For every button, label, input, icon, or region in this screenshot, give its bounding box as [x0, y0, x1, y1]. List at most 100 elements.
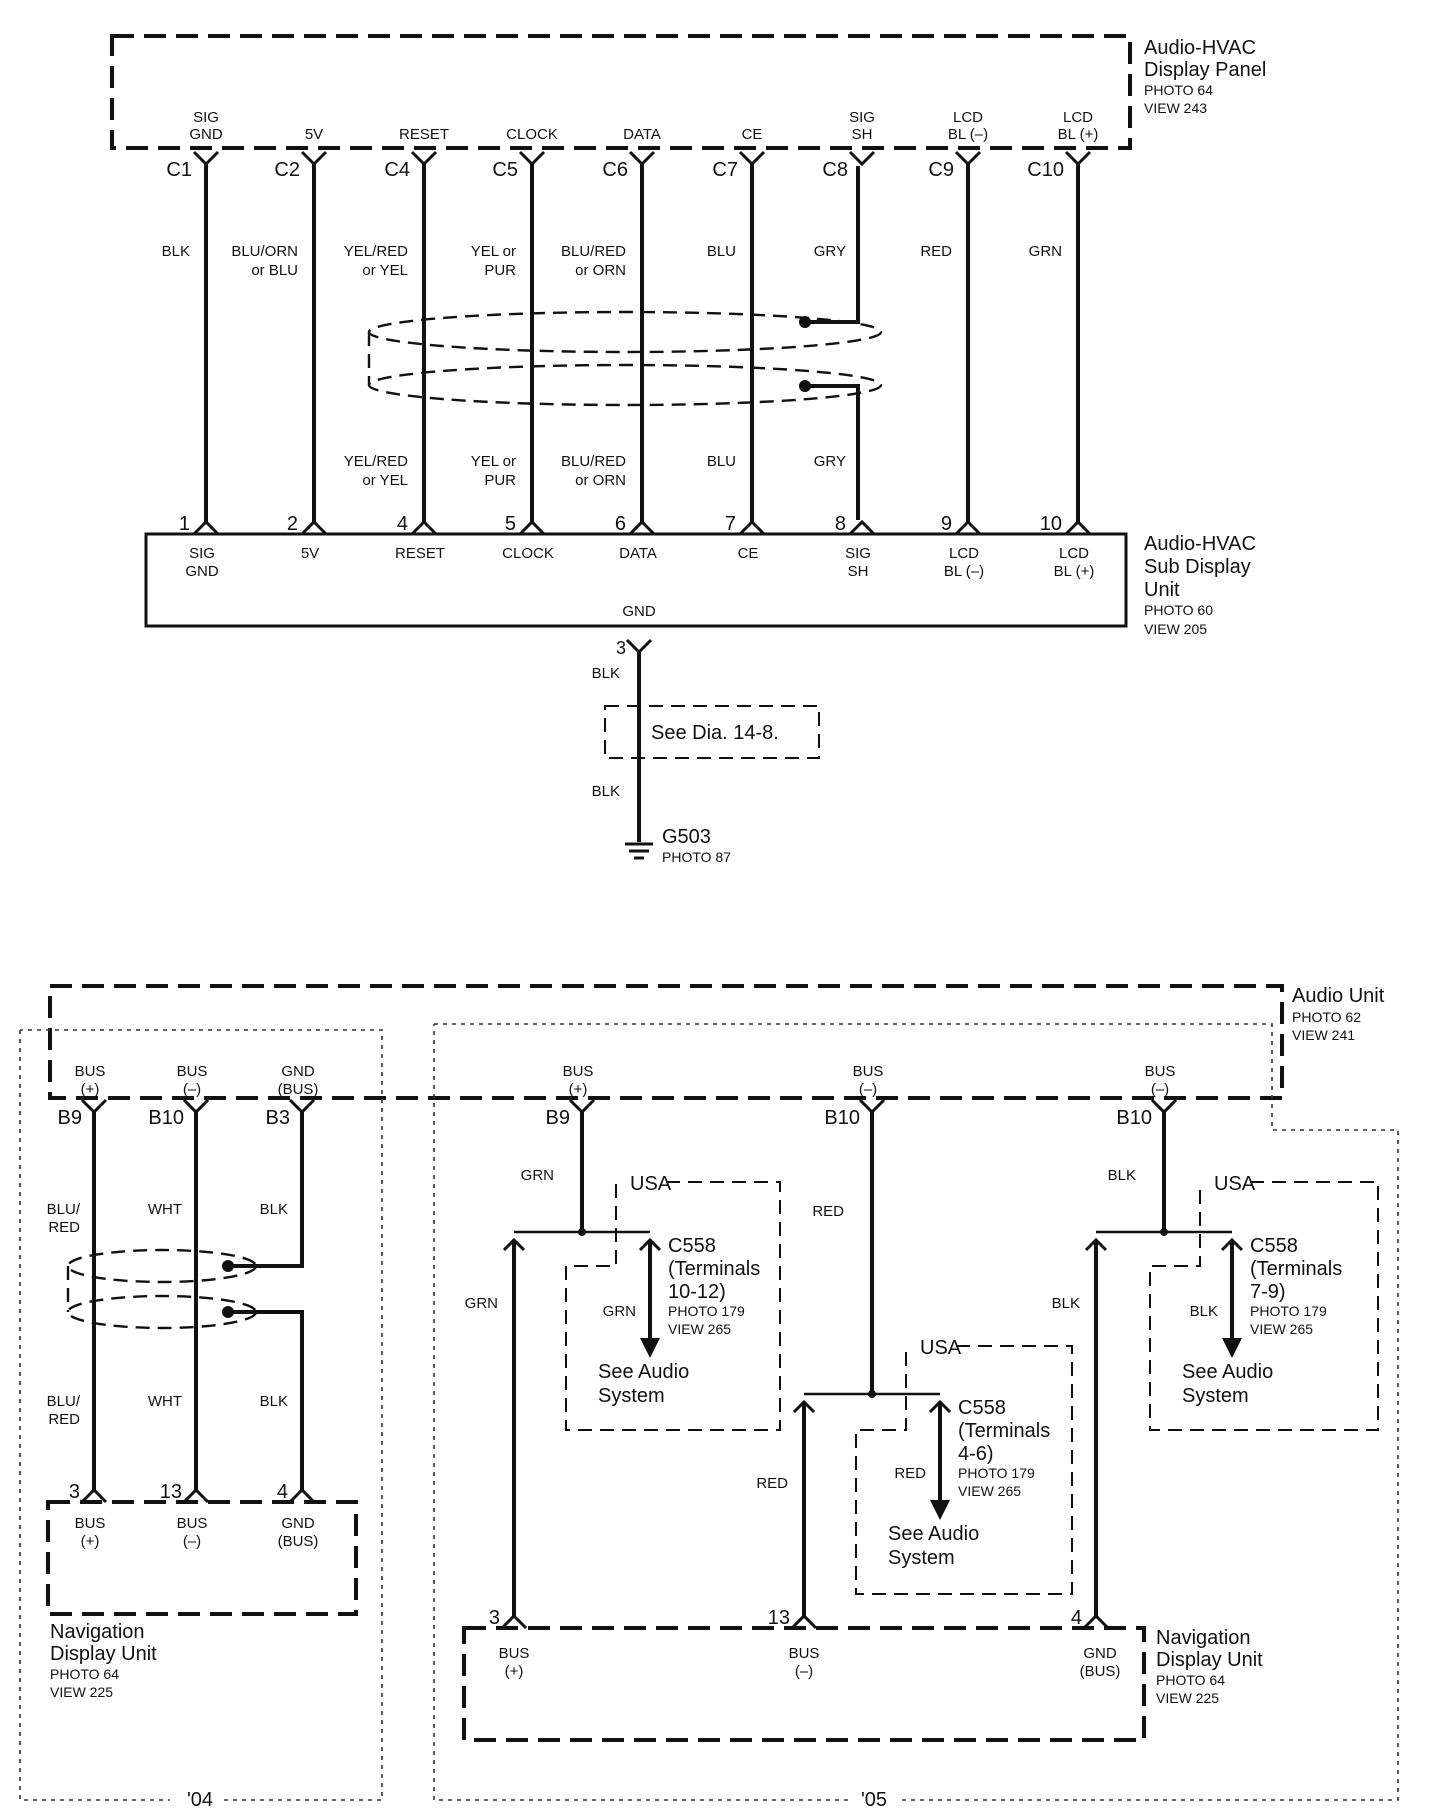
wire-color-upper-1: GRY — [814, 243, 846, 260]
y04-nav-pin-label-1: BUS — [177, 1515, 208, 1532]
sub-name-2: Sub Display — [1144, 556, 1251, 578]
y04-nav-connector-symbol — [80, 1487, 108, 1504]
panel-connector-id: C6 — [602, 159, 628, 181]
y04-nav-box — [46, 1500, 358, 1616]
panel-connector-symbol — [410, 150, 438, 167]
wire-color-upper-2: or ORN — [575, 262, 626, 279]
wire-color-upper-1: BLK — [162, 243, 190, 260]
y05-c558-id: C558 — [668, 1235, 716, 1257]
panel-connector-symbol — [848, 150, 876, 167]
sub-pin-label-2: GND — [185, 563, 219, 580]
sub-pin-label-1: DATA — [619, 545, 657, 562]
y04-wire-color-upper-1: WHT — [148, 1201, 182, 1218]
y04-au-connector-symbol — [288, 1098, 316, 1115]
see-dia-text: See Dia. 14-8. — [651, 722, 779, 744]
y05-nav-connector-symbol — [790, 1613, 818, 1630]
y05-au-connector-symbol — [858, 1098, 886, 1115]
y04-nav-pin-label-2: (–) — [183, 1533, 201, 1550]
panel-connector-symbol — [1064, 150, 1092, 167]
sub-connector-symbol — [300, 519, 328, 536]
year-05-outline — [433, 1023, 1399, 1801]
sub-pin-number: 6 — [615, 513, 626, 535]
y04-nav-name-1: Navigation — [50, 1621, 145, 1643]
panel-connector-id: C2 — [274, 159, 300, 181]
sub-pin-number: 8 — [835, 513, 846, 535]
wire-color-upper-1: BLU/RED — [561, 243, 626, 260]
wire-color-lower-1: YEL/RED — [344, 453, 408, 470]
y05-c558-terminals-2: 10-12) — [668, 1281, 726, 1303]
wire-color-lower-1: BLU/RED — [561, 453, 626, 470]
y05-splice-dot — [868, 1390, 876, 1398]
wire-color-upper-2: or BLU — [251, 262, 298, 279]
y05-au-connector-symbol — [1150, 1098, 1178, 1115]
y05-usa-box — [1149, 1181, 1379, 1431]
y05-pin-group: BUS(+)B9GRNGRNUSAGRNC558(Terminals10-12)… — [465, 1063, 1379, 1680]
sub-pin-number: 5 — [505, 513, 516, 535]
sub-name-1: Audio-HVAC — [1144, 533, 1256, 555]
y05-branch-color: BLK — [1190, 1303, 1218, 1320]
y05-c558-photo: PHOTO 179 — [958, 1465, 1035, 1481]
y05-au-connector-id: B10 — [1116, 1107, 1152, 1129]
y05-au-pin-label-2: (+) — [569, 1081, 588, 1098]
y04-nav-name-2: Display Unit — [50, 1643, 157, 1665]
y05-c558-view: VIEW 265 — [1250, 1321, 1313, 1337]
sub-connector-symbol — [848, 519, 876, 536]
y05-usa-box — [565, 1181, 781, 1431]
y04-au-pin-label-2: (+) — [81, 1081, 100, 1098]
y05-usa-label: USA — [920, 1337, 962, 1359]
y04-nav-pin-number: 13 — [160, 1481, 182, 1503]
y05-branch-color: RED — [894, 1465, 926, 1482]
panel-connector-id: C4 — [384, 159, 410, 181]
wire-color-upper-2: PUR — [484, 262, 516, 279]
y05-nav-view: VIEW 225 — [1156, 1690, 1219, 1706]
sub-connector-symbol — [738, 519, 766, 536]
sub-name-3: Unit — [1144, 579, 1180, 601]
y05-au-connector-symbol — [568, 1098, 596, 1115]
y05-au-pin-label-2: (–) — [1151, 1081, 1169, 1098]
y04-wire-color-lower-2: RED — [48, 1411, 80, 1428]
y04-nav-pin-number: 3 — [69, 1481, 80, 1503]
panel-name-1: Audio-HVAC — [1144, 37, 1256, 59]
y05-usa-box — [855, 1345, 1073, 1595]
y05-c558-id: C558 — [958, 1397, 1006, 1419]
y05-c558-id: C558 — [1250, 1235, 1298, 1257]
panel-pin-label-2: SH — [852, 126, 873, 143]
audio-unit-photo: PHOTO 62 — [1292, 1009, 1361, 1025]
y05-nav-photo: PHOTO 64 — [1156, 1672, 1225, 1688]
sub-pin-label-2: BL (–) — [944, 563, 984, 580]
panel-pin-label-2: DATA — [623, 126, 661, 143]
y05-au-connector-id: B10 — [824, 1107, 860, 1129]
sub-connector-symbol — [954, 519, 982, 536]
y04-nav-pin-label-1: GND — [281, 1515, 315, 1532]
shield-drain-wire-lower — [805, 384, 860, 520]
y05-c558-photo: PHOTO 179 — [1250, 1303, 1327, 1319]
y05-c558-terminals-1: (Terminals — [1250, 1258, 1342, 1280]
sub-pin-label-1: CE — [738, 545, 759, 562]
year-04-outline — [19, 1029, 383, 1801]
panel-pin-label-1: SIG — [849, 109, 875, 126]
panel-connector-id: C7 — [712, 159, 738, 181]
y05-c558-terminals-2: 4-6) — [958, 1443, 994, 1465]
audio-unit-name: Audio Unit — [1292, 985, 1385, 1007]
panel-connector-symbol — [628, 150, 656, 167]
y04-au-connector-id: B9 — [58, 1107, 82, 1129]
sub-pin-label-1: CLOCK — [502, 545, 554, 562]
sub-pin-label-1: LCD — [1059, 545, 1089, 562]
panel-connector-symbol — [192, 150, 220, 167]
panel-connector-symbol — [300, 150, 328, 167]
y05-nav-name-1: Navigation — [1156, 1627, 1251, 1649]
y05-au-connector-id: B9 — [546, 1107, 570, 1129]
y04-drain-wire-lower — [228, 1310, 304, 1490]
wire-color-upper-2: or YEL — [362, 262, 408, 279]
panel-pin-label-2: CE — [742, 126, 763, 143]
y05-nav-connector-symbol — [1082, 1613, 1110, 1630]
y04-au-pin-label-2: (BUS) — [278, 1081, 319, 1098]
panel-pin-label-2: BL (+) — [1058, 126, 1099, 143]
y05-feed-color: GRN — [521, 1167, 554, 1184]
sub-pin-label-1: SIG — [189, 545, 215, 562]
wire-color-lower-1: GRY — [814, 453, 846, 470]
wire-color-upper-1: YEL/RED — [344, 243, 408, 260]
panel-pin-label-1: SIG — [193, 109, 219, 126]
panel-connector-id: C1 — [166, 159, 192, 181]
ground-photo: PHOTO 87 — [662, 849, 731, 865]
